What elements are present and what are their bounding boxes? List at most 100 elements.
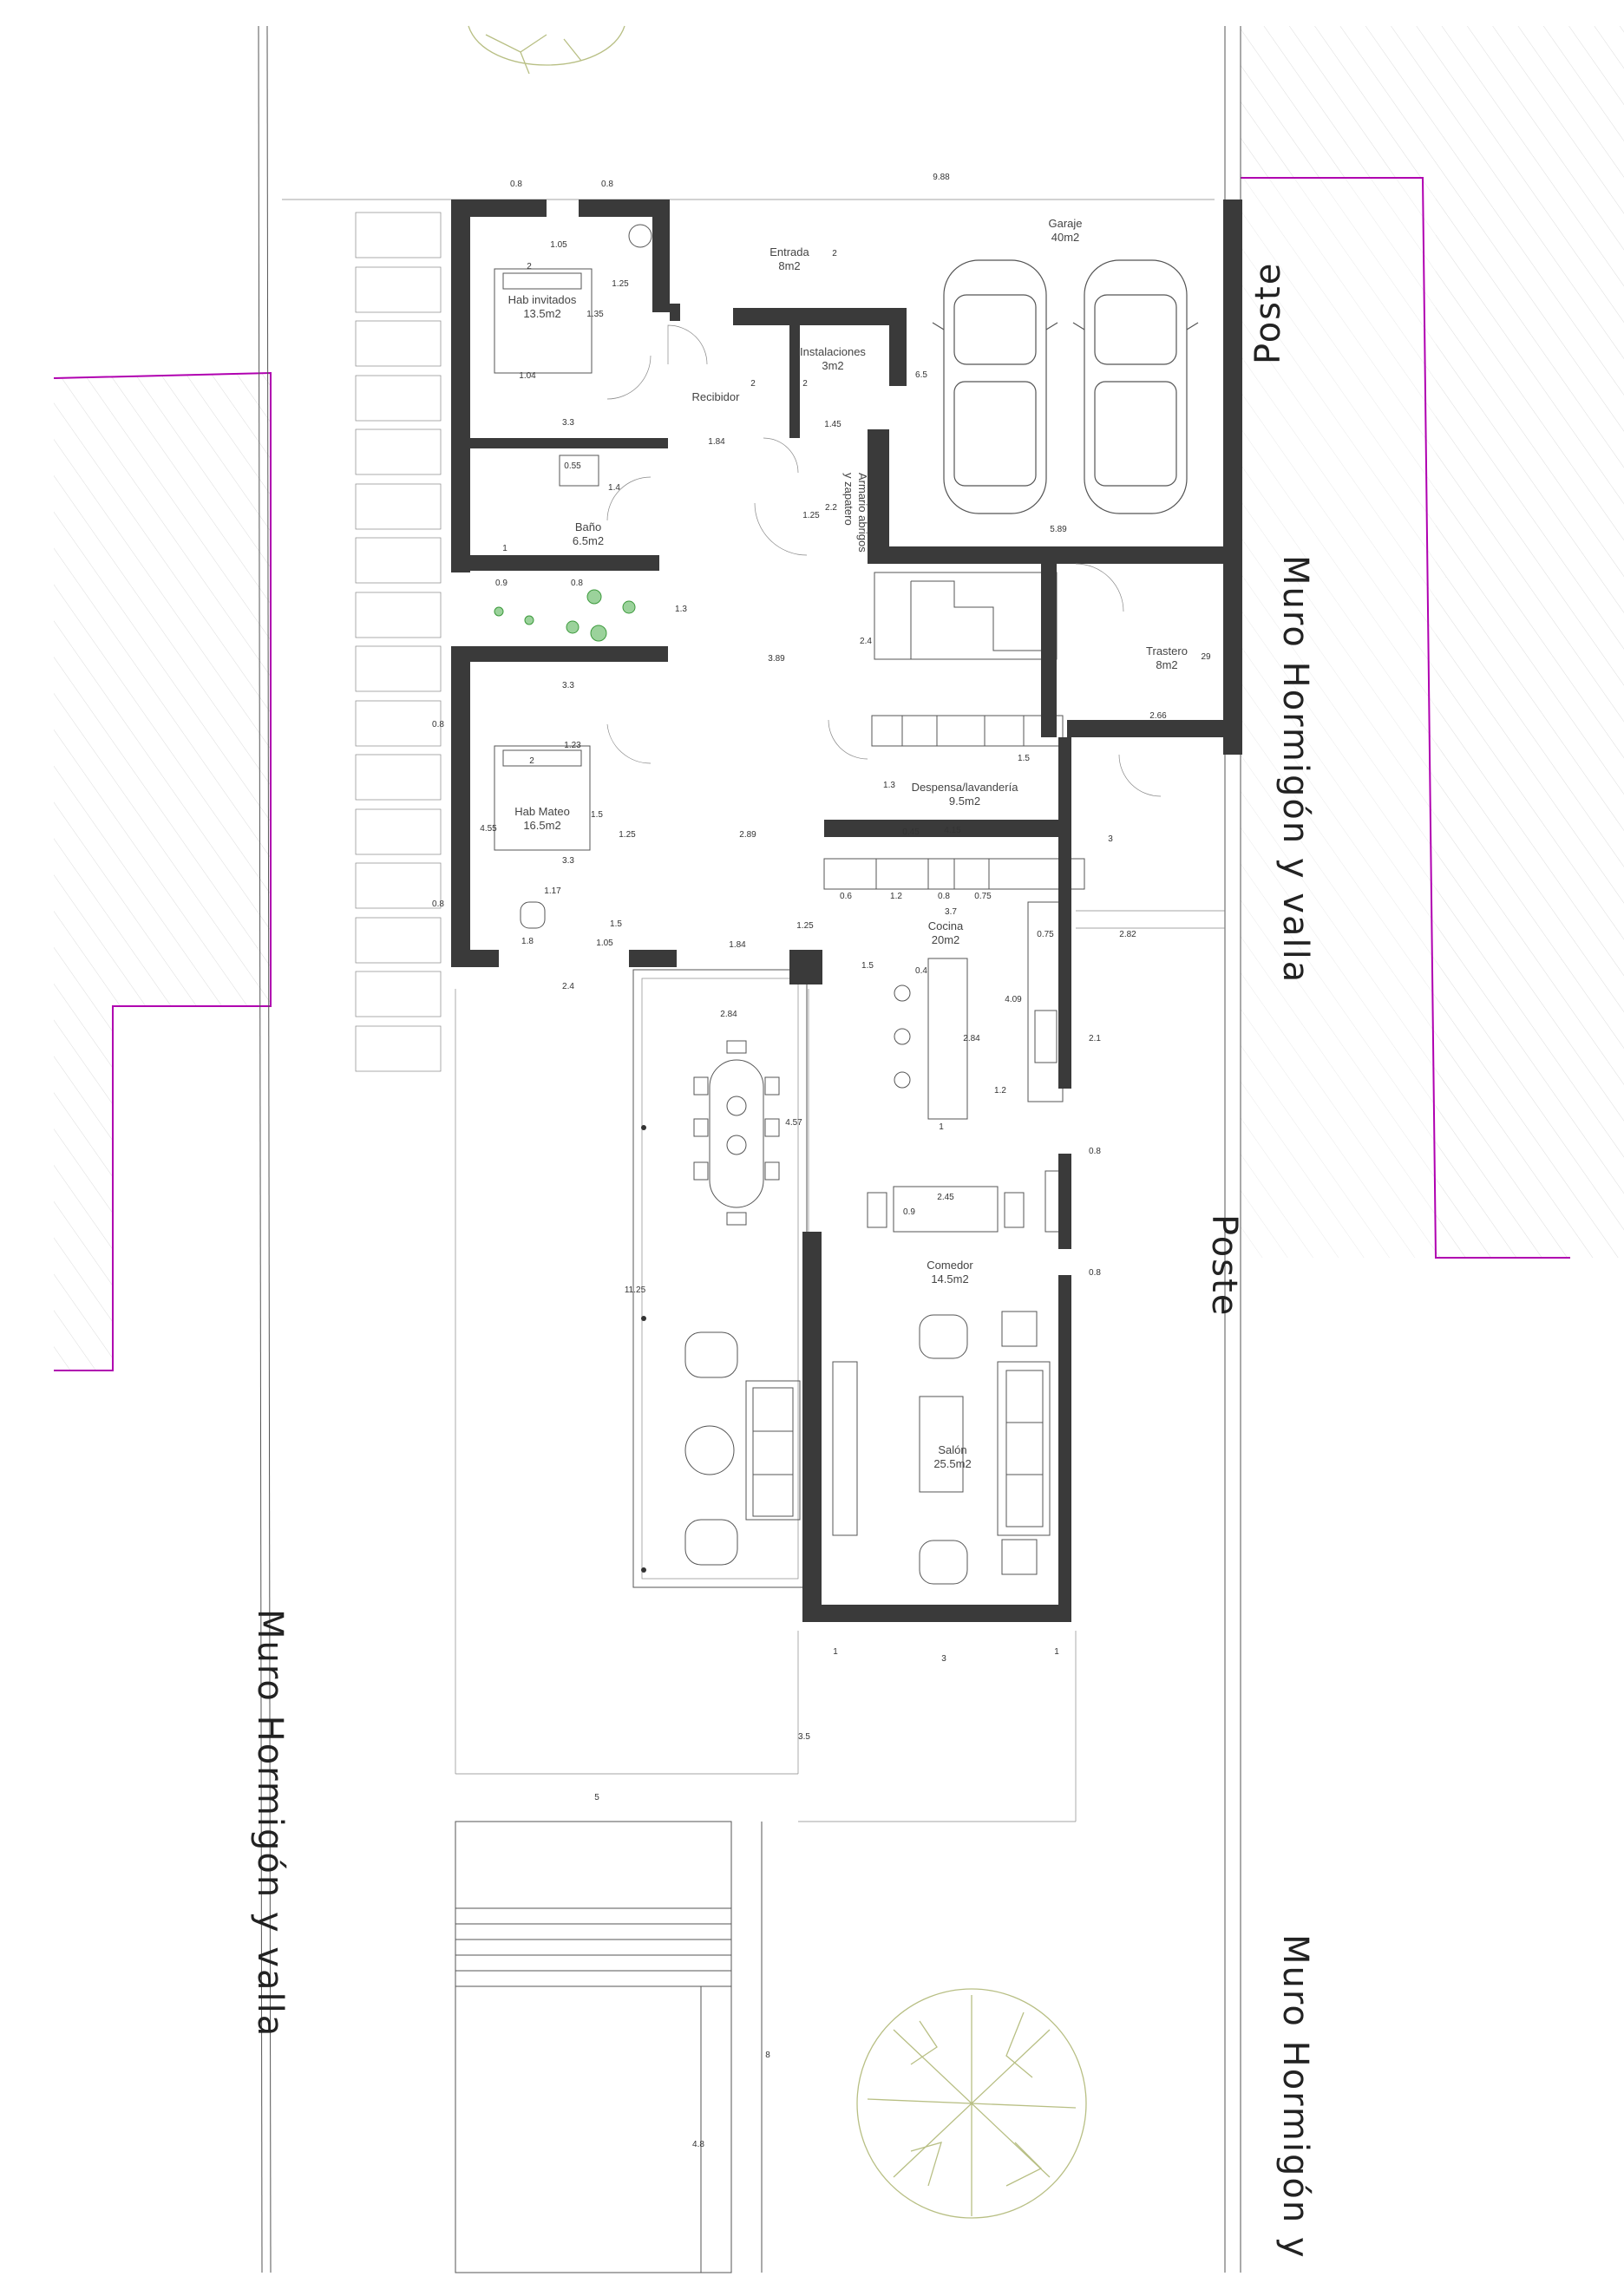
dim-label: 0.8	[601, 180, 613, 189]
dim-label: 1.3	[675, 605, 687, 614]
dim-label: 5.89	[1050, 525, 1067, 534]
dim-label: 3	[941, 1654, 946, 1664]
dimension-labels: 0.8 0.8 9.88 2 1.05 1.25 1.35 2 6.5 2 2 …	[432, 173, 1211, 2149]
dim-label: 1	[1054, 1647, 1059, 1657]
room-hab-mateo-name: Hab Mateo	[514, 805, 570, 818]
dim-label: 4.55	[480, 824, 497, 834]
dim-label: 1	[502, 544, 508, 553]
dim-label: 1.05	[596, 939, 613, 948]
dim-label: 0.9	[903, 1207, 915, 1217]
room-bano-name: Baño	[575, 520, 601, 533]
room-hab-invitados-area: 13.5m2	[523, 307, 560, 320]
room-armario-line1: Armario abrigos	[856, 473, 869, 553]
dim-label: 2.82	[1119, 930, 1136, 939]
dim-label: 2.84	[720, 1010, 737, 1019]
dim-label: 6.5	[915, 370, 927, 380]
neighbour-hatch	[54, 26, 1624, 1370]
label-muro-right-top: Muro Hormigón y valla	[1275, 555, 1315, 984]
label-muro-left-bottom: Muro Hormigón y valla	[250, 1609, 290, 2038]
dim-label: 2	[529, 756, 534, 766]
dim-label: 4.57	[785, 1118, 802, 1128]
dim-label: 8	[765, 2051, 770, 2060]
dim-label: 5	[594, 1793, 599, 1802]
interior-furniture	[494, 224, 1085, 1585]
room-cocina-name: Cocina	[928, 919, 964, 932]
dim-label: 2.66	[1149, 711, 1167, 721]
dim-label: 2	[527, 262, 532, 271]
room-instalaciones-name: Instalaciones	[800, 345, 866, 358]
dim-label: 2.2	[825, 503, 837, 513]
label-poste-mid: Poste	[1204, 1214, 1244, 1317]
dim-label: 1.5	[861, 961, 874, 971]
label-poste-top: Poste	[1248, 262, 1288, 364]
tree-top	[468, 25, 625, 75]
dim-label: 1.17	[544, 886, 561, 896]
dim-label: 2.84	[963, 1034, 980, 1043]
dim-label: 1.05	[550, 240, 567, 250]
plants	[494, 589, 636, 642]
dim-label: 2	[802, 379, 808, 389]
room-entrada-area: 8m2	[778, 259, 800, 272]
room-bano-area: 6.5m2	[573, 534, 604, 547]
dim-label: 1.84	[729, 940, 746, 950]
door-swings	[606, 324, 1162, 797]
dim-label: 4.09	[1005, 995, 1022, 1004]
dim-label: 3.3	[562, 418, 574, 428]
dim-label: 0.8	[571, 579, 583, 588]
dim-label: 3.7	[945, 907, 957, 917]
dim-label: 1.35	[586, 310, 604, 319]
room-cocina-area: 20m2	[932, 933, 960, 946]
dim-label: 0.6	[840, 892, 852, 901]
dim-label: 3.3	[562, 681, 574, 690]
dim-label: 0.9	[495, 579, 508, 588]
dim-label: 9.88	[933, 173, 950, 182]
room-despensa-name: Despensa/lavandería	[912, 781, 1019, 794]
tree-bottom	[856, 1988, 1087, 2219]
dim-label: 0.55	[564, 461, 581, 471]
terrace	[632, 969, 809, 1588]
dim-label: 1.25	[619, 830, 636, 840]
paving-stones	[355, 212, 442, 1072]
dim-label: 1.45	[824, 420, 841, 429]
property-lines	[53, 177, 1570, 1371]
dim-label: 0.8	[510, 180, 522, 189]
dim-label: 1.2	[890, 892, 902, 901]
dim-label: 3.89	[768, 654, 785, 664]
label-muro-right-bottom: Muro Hormigón y	[1275, 1934, 1315, 2260]
dim-label: 4.8	[692, 2140, 704, 2149]
dim-label: 1.04	[519, 371, 536, 381]
dim-label: 2.4	[860, 637, 872, 646]
room-despensa-area: 9.5m2	[949, 795, 980, 808]
room-trastero-area: 8m2	[1156, 658, 1177, 671]
dim-label: 3.5	[798, 1732, 810, 1742]
dim-label: 1.2	[994, 1086, 1006, 1096]
room-hab-mateo-area: 16.5m2	[523, 819, 560, 832]
dim-label: 0.8	[432, 720, 444, 729]
dim-label: 3.3	[562, 856, 574, 866]
dim-label: 2	[750, 379, 756, 389]
dim-label: 1.23	[564, 741, 581, 750]
dim-label: 1.25	[802, 511, 820, 520]
room-trastero-name: Trastero	[1146, 644, 1188, 657]
dim-label: 2.45	[937, 1193, 954, 1202]
dim-label: 2.89	[739, 830, 756, 840]
room-armario-line2: y zapatero	[842, 473, 855, 526]
room-salon-name: Salón	[938, 1443, 966, 1456]
car-right	[1072, 259, 1199, 514]
walls	[451, 200, 1242, 1622]
dim-label: 1.25	[612, 279, 629, 289]
dim-label: 0.8	[1089, 1268, 1101, 1278]
dim-label: 0.45	[902, 827, 920, 837]
dim-label: 1	[939, 1122, 944, 1132]
dim-label: 1.25	[796, 921, 814, 931]
dim-label: 0.75	[974, 892, 992, 901]
room-salon-area: 25.5m2	[933, 1457, 971, 1470]
plot-boundary	[258, 25, 1241, 2273]
dim-label: 1.8	[521, 937, 534, 946]
dim-label: 1.4	[608, 483, 620, 493]
dim-label: 1.5	[1018, 754, 1030, 763]
room-garaje-name: Garaje	[1048, 217, 1082, 230]
dim-label: 2.4	[562, 982, 574, 991]
outdoor-dining-set	[693, 1040, 780, 1226]
